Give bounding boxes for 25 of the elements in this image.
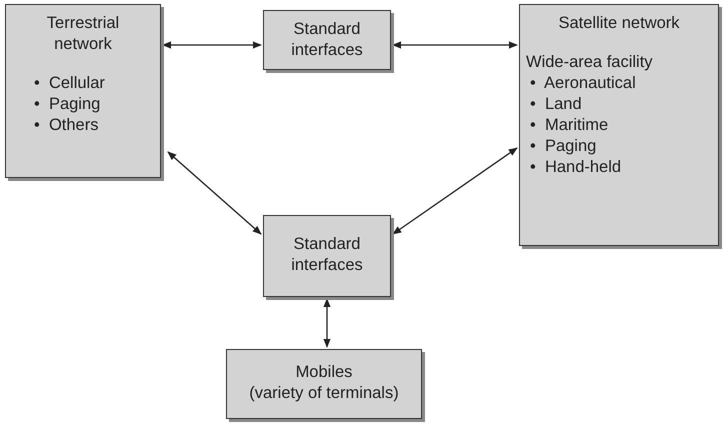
box-title: Satellite network [557, 13, 681, 34]
box-title: Standard interfaces [290, 234, 364, 276]
box-text: (variety of terminals) [248, 383, 400, 404]
box-title: Mobiles [294, 362, 354, 383]
list-item: • Cellular [33, 73, 106, 94]
double-arrow [392, 41, 518, 49]
double-arrow [162, 41, 262, 49]
double-arrow [167, 151, 262, 235]
double-arrow [392, 147, 518, 235]
box-text: Wide-area facility [526, 52, 654, 73]
process-box [226, 349, 422, 419]
list-item: • Land [529, 94, 583, 115]
list-item: • Paging [529, 136, 598, 157]
list-item: • Others [33, 115, 100, 136]
process-box [5, 4, 161, 178]
double-arrow [323, 298, 331, 348]
process-box [519, 4, 719, 246]
process-box [263, 10, 391, 70]
box-title: Terrestrial network [46, 13, 120, 55]
box-title: Standard interfaces [290, 19, 364, 61]
process-box [263, 215, 391, 297]
list-item: • Aeronautical [529, 73, 637, 94]
list-item: • Paging [33, 94, 102, 115]
list-item: • Hand-held [529, 157, 622, 178]
list-item: • Maritime [529, 115, 610, 136]
